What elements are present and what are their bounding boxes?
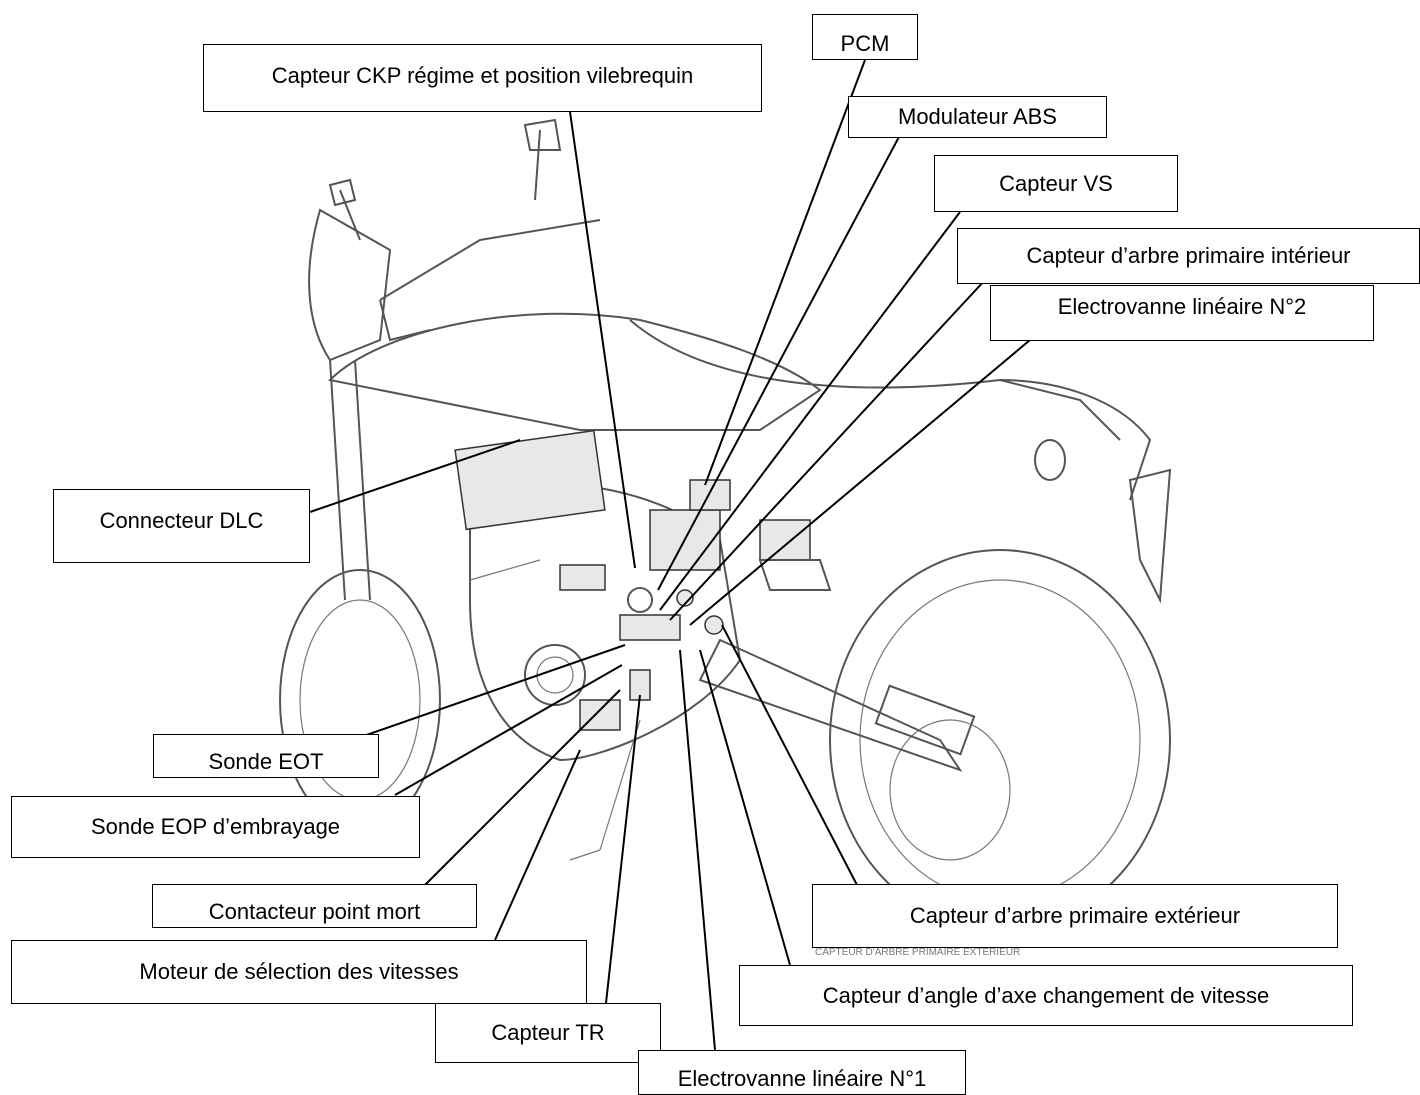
leader-lines — [309, 59, 1031, 1051]
label-dlc: Connecteur DLC — [53, 489, 310, 563]
leader-dlc — [309, 439, 521, 513]
leader-eop — [394, 664, 623, 796]
leader-moteur-selection — [494, 749, 581, 941]
label-electrovanne2: Electrovanne linéaire N°2 — [990, 285, 1374, 341]
leader-electrovanne1 — [679, 649, 716, 1051]
leader-ckp — [569, 111, 636, 569]
label-electrovanne1: Electrovanne linéaire N°1 — [638, 1050, 966, 1095]
figure-caption: CAPTEUR D'ARBRE PRIMAIRE EXTERIEUR — [815, 947, 1020, 958]
leader-tr — [604, 694, 641, 1013]
leader-arbre-exterieur — [721, 624, 858, 886]
leader-pcm — [704, 59, 866, 486]
leader-abs — [657, 134, 901, 591]
label-eot: Sonde EOT — [153, 734, 379, 778]
label-point-mort: Contacteur point mort — [152, 884, 477, 928]
label-ckp: Capteur CKP régime et position vilebrequ… — [203, 44, 762, 112]
label-moteur-selection: Moteur de sélection des vitesses — [11, 940, 587, 1004]
label-vs: Capteur VS — [934, 155, 1178, 212]
label-arbre-interieur: Capteur d’arbre primaire intérieur — [957, 228, 1420, 284]
label-angle-axe: Capteur d’angle d’axe changement de vite… — [739, 965, 1353, 1026]
label-tr: Capteur TR — [435, 1003, 661, 1063]
leader-vs — [659, 211, 961, 611]
label-abs: Modulateur ABS — [848, 96, 1107, 138]
leader-point-mort — [424, 689, 621, 886]
label-pcm: PCM — [812, 14, 918, 60]
label-eop: Sonde EOP d’embrayage — [11, 796, 420, 858]
leader-arbre-interieur — [669, 279, 986, 621]
leader-angle-axe — [699, 649, 791, 966]
leader-electrovanne2 — [689, 339, 1031, 626]
label-arbre-exterieur: Capteur d’arbre primaire extérieur — [812, 884, 1338, 948]
leader-eot — [351, 644, 626, 741]
